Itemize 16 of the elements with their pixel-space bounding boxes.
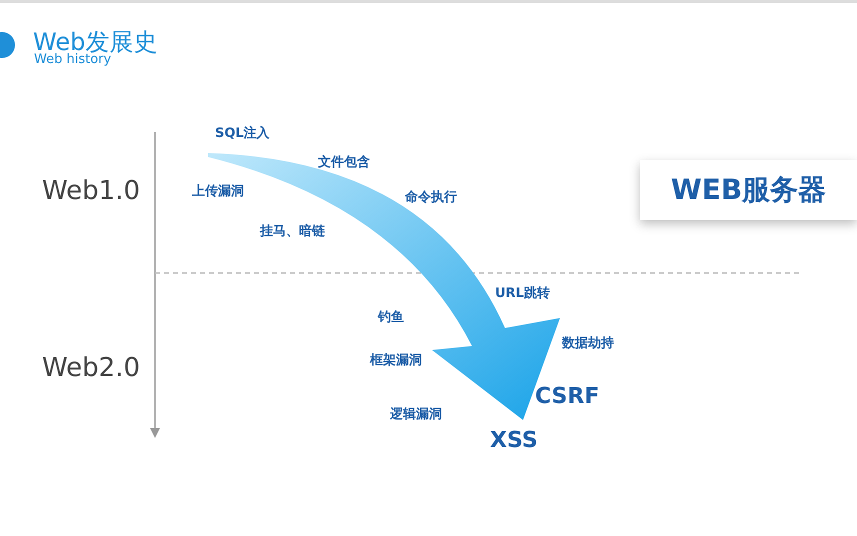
attack-label: SQL注入	[215, 124, 270, 142]
attack-label: 上传漏洞	[192, 183, 244, 200]
era-label: Web2.0	[42, 353, 140, 383]
era-label: Web1.0	[42, 176, 140, 206]
attack-label: 钓鱼	[378, 309, 404, 326]
attack-label: 框架漏洞	[370, 352, 422, 369]
attack-label: CSRF	[535, 384, 600, 409]
attack-label: XSS	[490, 428, 538, 453]
attack-label: 逻辑漏洞	[390, 406, 442, 423]
server-box	[640, 160, 857, 220]
server-label: WEB服务器	[670, 172, 826, 208]
attack-label: 挂马、暗链	[260, 222, 325, 240]
attack-label: 数据劫持	[562, 335, 614, 352]
attack-label: 文件包含	[318, 154, 370, 171]
attack-label: 命令执行	[405, 189, 457, 206]
attack-label: URL跳转	[495, 285, 550, 302]
